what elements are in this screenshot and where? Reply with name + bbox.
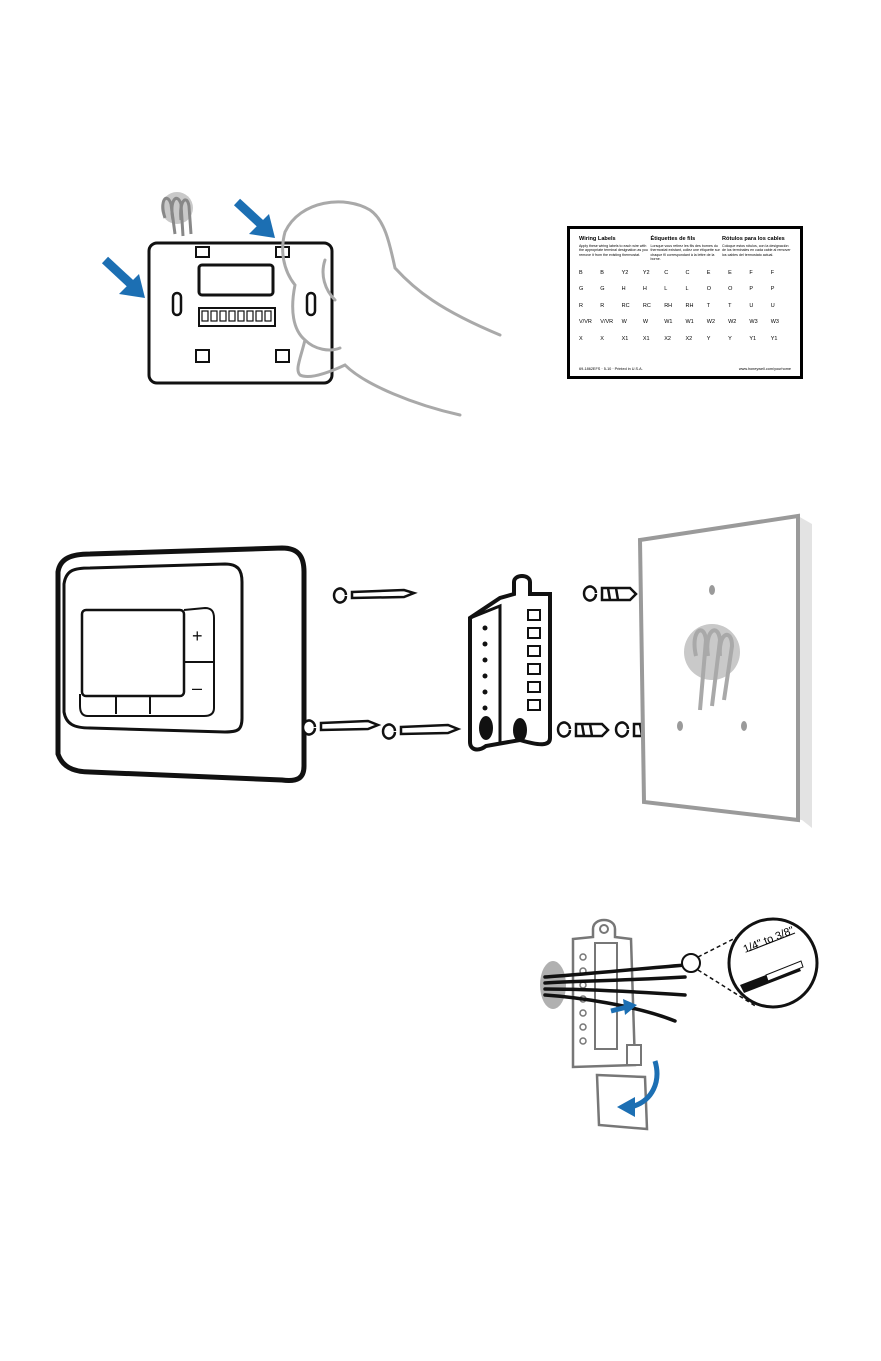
terminal-label: W2 (728, 319, 737, 326)
step-connect-wires: 1/4" to 3/8" (535, 915, 820, 1135)
terminal-label: V/VR (600, 319, 614, 326)
wiring-label-card: Wiring Labels Apply these wiring labels … (567, 226, 803, 379)
terminal-label: W3 (749, 319, 758, 326)
terminal-label: O (728, 286, 733, 293)
terminal-label: X1 (621, 335, 629, 342)
terminal-label: U (770, 302, 775, 309)
thermostat-display (80, 608, 186, 698)
terminal-label: RC (621, 302, 630, 309)
terminal-label: W (642, 319, 649, 326)
terminal-label: O (706, 286, 712, 293)
push-arrow-top-icon (233, 198, 275, 238)
terminal-label: P (770, 286, 775, 293)
label-instructions: Coloque estos rótulos, con la designació… (722, 244, 791, 257)
terminal-label: G (579, 286, 584, 293)
mounting-exploded-illustration: + – (55, 513, 812, 828)
terminal-label: T (706, 302, 711, 309)
push-arrow-left-icon (101, 256, 145, 298)
label-heading: Wiring Labels (579, 236, 616, 242)
terminal-label: H (642, 286, 647, 293)
wall-panel (637, 513, 812, 828)
label-column-es: Rótulos para los cables Coloque estos ró… (722, 236, 792, 262)
label-card-intro: Wiring Labels Apply these wiring labels … (579, 236, 792, 262)
label-heading: Rótulos para los cables (722, 236, 785, 242)
terminal-label: E (728, 269, 732, 276)
part-number: 69-1862EFS · 5-10 · Printed in U.S.A. (579, 367, 643, 371)
screw-icon (381, 723, 462, 740)
terminal-label: R (579, 302, 583, 309)
terminal-label: Y2 (642, 269, 650, 276)
label-heading: Étiquettes de fils (650, 236, 696, 242)
wallplate-removal-illustration (101, 192, 502, 417)
label-instructions: Lorsque vous retirez les fils des bornes… (650, 244, 720, 262)
step-remove-wallplate (95, 190, 515, 420)
terminal-label-grid: B B Y2 Y2 C C E E F F G G H H L L O O P P R R RC RC RH RH T T U U V/VR… (579, 268, 792, 351)
wire-bundle-icon (161, 192, 193, 237)
terminal-label: W (621, 319, 627, 326)
terminal-label: X (600, 335, 604, 342)
terminal-label: X1 (642, 335, 650, 342)
label-instructions: Apply these wiring labels to each wire w… (579, 244, 648, 257)
minus-button-icon: – (192, 678, 202, 698)
rotate-flap-arrow-icon (617, 1060, 660, 1117)
label-card-footer: 69-1862EFS · 5-10 · Printed in U.S.A. ww… (579, 367, 791, 371)
terminal-label: P (749, 286, 754, 293)
terminal-label: Y1 (749, 335, 757, 342)
screw-icon (332, 587, 418, 604)
terminal-label: RC (642, 302, 651, 309)
hand-outline (281, 200, 502, 417)
old-wallplate (147, 241, 334, 385)
terminal-label: V/VR (579, 319, 592, 326)
wall-hole (540, 961, 566, 1009)
terminal-label: W1 (685, 319, 694, 326)
terminal-label: L (685, 286, 689, 293)
callout-anchor (681, 953, 701, 973)
wall-anchor-icon (556, 721, 610, 738)
terminal-label: H (621, 286, 626, 293)
terminal-label: R (600, 302, 605, 309)
terminal-label: RH (664, 302, 673, 309)
screw-icon (301, 719, 382, 736)
step-mount-exploded-view: + – (0, 510, 881, 840)
wallplate-with-terminals (571, 918, 649, 1131)
wire-strip-callout: 1/4" to 3/8" (727, 917, 819, 1009)
terminal-label: C (664, 269, 669, 276)
label-column-fr: Étiquettes de fils Lorsque vous retirez … (651, 236, 721, 262)
terminal-label: Y1 (770, 335, 778, 342)
wire-connection-illustration: 1/4" to 3/8" (540, 917, 819, 1131)
terminal-label: G (600, 286, 605, 293)
terminal-label: X2 (664, 335, 671, 342)
thermostat-unit: + – (55, 545, 307, 783)
terminal-label: U (749, 302, 754, 309)
terminal-label: E (706, 269, 711, 276)
terminal-label: W2 (706, 319, 716, 326)
plus-button-icon: + (192, 626, 203, 646)
terminal-label: F (770, 269, 775, 276)
label-column-en: Wiring Labels Apply these wiring labels … (579, 236, 649, 262)
terminal-label: X2 (685, 335, 693, 342)
terminal-label: W3 (770, 319, 779, 326)
terminal-label: X (579, 335, 583, 342)
terminal-label: L (664, 286, 668, 293)
terminal-label: F (749, 269, 753, 276)
new-wallplate (468, 574, 552, 752)
wall-anchor-icon (582, 585, 638, 602)
terminal-label: W1 (664, 319, 673, 326)
terminal-label: RH (685, 302, 694, 309)
terminal-label: Y2 (621, 269, 629, 276)
terminal-label: Y (728, 335, 732, 342)
thermostat-wires (543, 963, 687, 1023)
terminal-label: C (685, 269, 690, 276)
terminal-label: Y (706, 335, 711, 342)
terminal-label: B (600, 269, 604, 276)
website-url: www.honeywell.com/yourhome (738, 367, 791, 371)
terminal-label: T (728, 302, 732, 309)
terminal-label: B (579, 269, 583, 276)
insert-wire-arrow-icon (610, 999, 637, 1015)
